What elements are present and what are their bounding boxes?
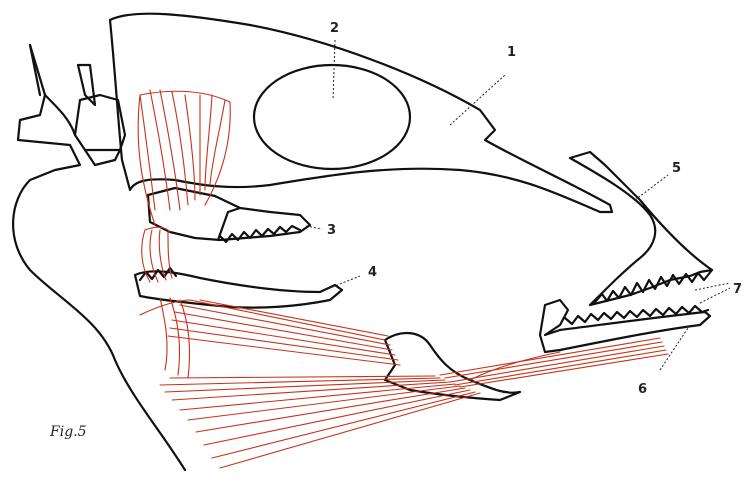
occipital-process [85, 150, 120, 165]
label-5: 5 [672, 161, 681, 176]
label-2: 2 [330, 21, 339, 36]
leader-2 [333, 40, 335, 100]
lower-bone-4 [135, 271, 342, 307]
adductor-muscle-upper [138, 90, 230, 225]
mandible-muscle [440, 338, 668, 387]
leader-6 [660, 325, 690, 370]
leader-5 [635, 175, 668, 200]
label-4: 4 [368, 265, 377, 280]
neck-outline [13, 45, 185, 470]
label-6: 6 [638, 382, 647, 397]
label-3: 3 [327, 223, 336, 238]
leader-7b [700, 288, 730, 303]
orbit [254, 65, 410, 169]
label-1: 1 [507, 45, 516, 60]
leader-7a [695, 283, 730, 290]
hyoid-muscle-fan [160, 300, 480, 468]
vertebra-spine-1 [30, 45, 75, 135]
tooth-plate-3-inner [218, 208, 240, 240]
label-7: 7 [733, 282, 742, 297]
figure-caption: Fig.5 [49, 424, 87, 440]
leader-1 [450, 75, 505, 125]
leader-4 [325, 276, 360, 290]
